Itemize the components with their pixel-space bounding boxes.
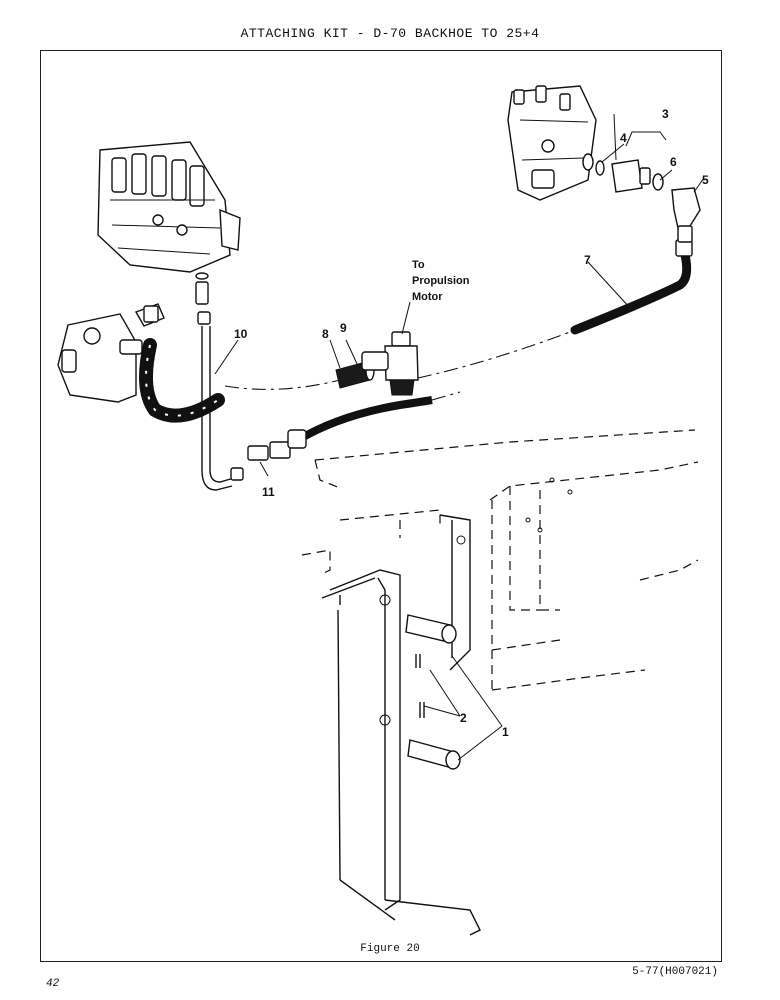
tube-assembly [195, 272, 244, 491]
callout-4: 4 [620, 131, 627, 145]
mounting-bracket [321, 514, 481, 936]
left-hose [139, 338, 225, 423]
exploded-parts-diagram: 1 2 3 4 5 6 7 8 9 10 11 To Propulsion Mo… [57, 85, 709, 936]
tee-fitting [361, 331, 419, 396]
callout-3: 3 [662, 107, 669, 121]
lower-hose [295, 396, 433, 444]
right-valve-section [507, 85, 597, 201]
fittings-3-to-6 [582, 153, 701, 243]
tractor-frame-outline [301, 429, 699, 691]
pin-1-lower [407, 739, 461, 770]
pin-1-upper [405, 614, 457, 644]
hose-7 [570, 250, 692, 335]
callout-1: 1 [502, 725, 509, 739]
hose-route-line-middle [417, 331, 571, 379]
propulsion-note-line-2: Propulsion [412, 275, 470, 287]
fitting-11 [247, 429, 307, 461]
callout-7: 7 [584, 253, 591, 267]
callout-9: 9 [340, 321, 347, 335]
cotter-pin-lower [419, 702, 425, 718]
page-number: 42 [46, 978, 60, 990]
callout-8: 8 [322, 327, 329, 341]
hose-route-line-upper [224, 379, 341, 390]
relief-valve-block [57, 303, 165, 403]
page-title: ATTACHING KIT - D-70 BACKHOE TO 25+4 [240, 26, 540, 41]
control-valve-bank [97, 141, 241, 273]
figure-frame [40, 50, 722, 962]
callout-6: 6 [670, 155, 677, 169]
publication-code: 5-77(H007021) [632, 966, 718, 978]
cotter-pin-upper [415, 654, 421, 668]
leader-lines [214, 113, 705, 761]
propulsion-note-line-3: Motor [412, 291, 443, 303]
callout-10: 10 [234, 327, 248, 341]
callout-11: 11 [262, 485, 275, 499]
callout-5: 5 [702, 173, 709, 187]
callout-2: 2 [460, 711, 467, 725]
figure-caption: Figure 20 [360, 943, 420, 955]
propulsion-note-line-1: To [412, 259, 425, 271]
